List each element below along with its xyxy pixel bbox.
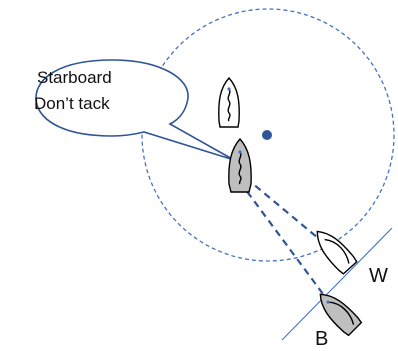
track-line-to-b <box>239 181 327 299</box>
zone-circle <box>141 8 395 262</box>
boat-hull-b <box>319 293 363 337</box>
sailboat-icon <box>319 293 363 337</box>
bubble-text-line2: Don’t tack <box>34 94 110 113</box>
sailboat-icon <box>316 230 358 275</box>
layline <box>281 227 393 341</box>
sailboat-icon <box>218 76 240 128</box>
boat-label-w: W <box>369 265 388 287</box>
track-line-to-w <box>245 177 331 249</box>
speech-bubble <box>35 59 235 161</box>
boat-label-b: B <box>315 328 328 350</box>
boat-sail-white <box>227 88 231 122</box>
boat-sail-w <box>324 238 350 264</box>
mark-buoy-icon <box>262 130 272 140</box>
boat-sail-b <box>328 301 355 325</box>
boat-sail-gray <box>238 151 242 185</box>
sailboat-icon <box>228 137 252 193</box>
bubble-text-line1: Starboard <box>37 68 112 87</box>
boat-hull-w <box>316 230 358 275</box>
